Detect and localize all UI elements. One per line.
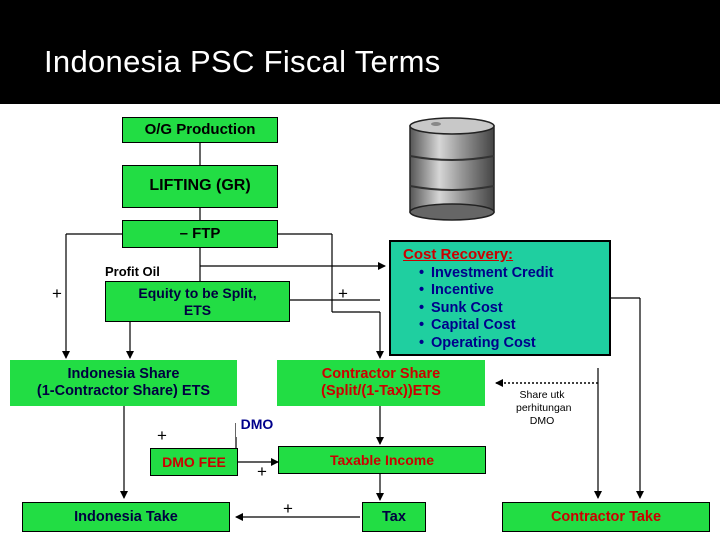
- og-production-box: O/G Production: [122, 117, 278, 143]
- share-note-line3: DMO: [529, 415, 555, 427]
- cost-item: •Incentive: [419, 282, 494, 299]
- share-note-line2: perhitungan: [516, 402, 572, 414]
- dmo-fee-box: DMO FEE: [150, 448, 238, 476]
- equity-label-line2: ETS: [183, 301, 212, 318]
- slide-header: Indonesia PSC Fiscal Terms: [0, 0, 720, 104]
- cost-recovery-title: Cost Recovery:: [403, 246, 514, 263]
- og-production-label: O/G Production: [144, 121, 256, 139]
- taxable-income-label: Taxable Income: [329, 451, 434, 468]
- cost-recovery-box: Cost Recovery: •Investment Credit •Incen…: [389, 240, 611, 356]
- contractor-share-line2: (Split/(1-Tax))ETS: [321, 383, 441, 399]
- indonesia-take-label: Indonesia Take: [74, 508, 178, 525]
- cost-item: •Capital Cost: [419, 317, 516, 334]
- oil-barrel-icon: [409, 117, 495, 221]
- lifting-box: LIFTING (GR): [122, 165, 278, 208]
- equity-box: Equity to be Split, ETS: [105, 281, 290, 322]
- cost-item: •Operating Cost: [419, 334, 536, 351]
- dmo-fee-label: DMO FEE: [162, 453, 226, 470]
- tax-label: Tax: [382, 508, 406, 525]
- indonesia-share-line1: Indonesia Share: [67, 366, 180, 383]
- share-dmo-note: Share utk perhitungan DMO: [516, 389, 572, 428]
- profit-oil-label: Profit Oil: [105, 264, 160, 279]
- slide-title: Indonesia PSC Fiscal Terms: [44, 44, 441, 79]
- lifting-label: LIFTING (GR): [149, 177, 251, 195]
- contractor-take-label: Contractor Take: [550, 508, 662, 525]
- contractor-take-box: Contractor Take: [502, 502, 710, 532]
- cost-item: •Investment Credit: [419, 265, 554, 281]
- cost-recovery-list: •Investment Credit •Incentive •Sunk Cost…: [419, 265, 609, 352]
- contractor-share-line1: Contractor Share: [321, 366, 441, 383]
- ftp-label: – FTP: [179, 225, 221, 243]
- cost-item: •Sunk Cost: [419, 299, 503, 316]
- plus-sign-dmo: +: [157, 426, 167, 445]
- dmo-box: DMO: [236, 412, 278, 437]
- plus-sign-right: +: [338, 284, 348, 303]
- plus-sign-left: +: [52, 284, 62, 303]
- contractor-share-box: Contractor Share (Split/(1-Tax))ETS: [277, 360, 485, 406]
- plus-sign-dmofee: +: [257, 462, 267, 481]
- tax-box: Tax: [362, 502, 426, 532]
- taxable-income-box: Taxable Income: [278, 446, 486, 474]
- indonesia-share-line2: (1-Contractor Share) ETS: [36, 383, 211, 399]
- plus-sign-tax: +: [283, 499, 293, 518]
- indonesia-share-box: Indonesia Share (1-Contractor Share) ETS: [10, 360, 237, 406]
- dmo-label: DMO: [240, 416, 274, 433]
- ftp-box: – FTP: [122, 220, 278, 248]
- share-note-line1: Share utk: [519, 389, 565, 401]
- equity-label-line1: Equity to be Split,: [138, 285, 257, 302]
- indonesia-take-box: Indonesia Take: [22, 502, 230, 532]
